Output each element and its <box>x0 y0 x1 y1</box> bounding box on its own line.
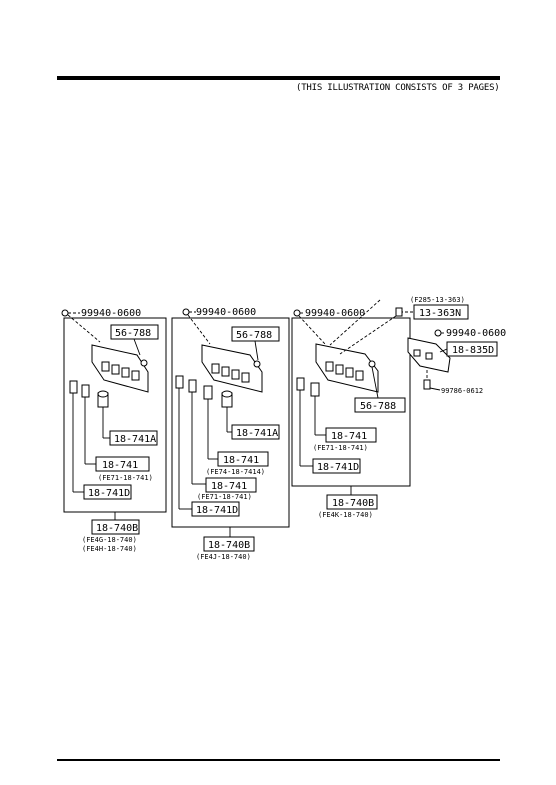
connector-cap-icon <box>221 390 233 398</box>
group-1-assy-box <box>91 519 140 535</box>
socket-icon <box>221 366 230 377</box>
clip-icon <box>395 307 403 317</box>
group-4-363-alt: (F285-13-363) <box>410 296 465 304</box>
group-1-assy-label: 18-740B <box>96 523 138 534</box>
bolt-icon <box>61 309 69 317</box>
group-1-assy-alt1: (FE4G-18-740) <box>82 536 137 544</box>
group-1-741d-box <box>83 484 132 500</box>
group-3-741d-label: 18-741D <box>317 462 359 473</box>
socket-icon <box>241 372 250 383</box>
hole-icon <box>413 349 421 357</box>
socket-icon <box>121 367 130 378</box>
group-1-assy-alt2: (FE4H-18-740) <box>82 545 137 553</box>
group-2-741d-label: 18-741D <box>196 505 238 516</box>
connector-icon <box>188 379 197 393</box>
group-4: (F285-13-363) 13-363N 99940-0600 18-835D… <box>329 296 506 395</box>
group-2-assy-alt: (FE4J-18-740) <box>196 553 251 561</box>
group-3-741-label: 18-741 <box>331 431 367 442</box>
nut-icon <box>253 360 261 368</box>
group-2-741-1-label: 18-741 <box>223 455 259 466</box>
socket-icon <box>111 364 120 375</box>
group-1-741a-label: 18-741A <box>114 434 156 445</box>
group-2-assy-label: 18-740B <box>208 540 250 551</box>
top-rule <box>57 76 500 80</box>
group-3: 99940-0600 56-788 18-741 (FE71-18-741) 1… <box>291 308 411 519</box>
bottom-rule <box>57 759 500 761</box>
nut-icon <box>140 359 148 367</box>
group-1-bracket-box <box>110 324 159 340</box>
socket-icon <box>335 364 344 375</box>
group-3-bolt-label: 99940-0600 <box>305 308 365 319</box>
connector-icon <box>81 384 90 398</box>
group-1-741-alt: (FE71-18-741) <box>98 474 153 482</box>
group-2-741a-label: 18-741A <box>236 428 278 439</box>
group-4-363-box <box>413 304 469 320</box>
group-4-bolt-label: 99940-0600 <box>446 328 506 339</box>
connector-bracket-icon <box>201 344 263 393</box>
group-1-bracket-label: 56-788 <box>115 328 151 339</box>
group-3-741d-box <box>312 458 361 474</box>
group-3-741-box <box>325 427 377 443</box>
group-1-bolt-label: 99940-0600 <box>81 308 141 319</box>
group-4-363-label: 13-363N <box>419 308 461 319</box>
group-3-741-alt: (FE71-18-741) <box>313 444 368 452</box>
group-3-bracket-label: 56-788 <box>360 401 396 412</box>
group-1-frame <box>63 317 167 513</box>
group-2-741d-box <box>191 501 240 517</box>
group-2-741-1-alt: (FE74-18-7414) <box>206 468 265 476</box>
socket-icon <box>231 369 240 380</box>
group-2-frame <box>171 317 290 528</box>
group-2-741-1-box <box>217 451 269 467</box>
group-2-bracket-label: 56-788 <box>236 330 272 341</box>
group-3-assy-alt: (FE4K-18-740) <box>318 511 373 519</box>
group-2-bracket-box <box>231 326 280 342</box>
group-2-741-2-alt: (FE71-18-741) <box>197 493 252 501</box>
connector-bracket-icon <box>91 344 149 393</box>
group-2-assy-box <box>203 536 255 552</box>
group-2-741a-box <box>231 424 280 440</box>
group-2-741-2-label: 18-741 <box>211 481 247 492</box>
connector-icon <box>69 380 78 394</box>
bolt-icon <box>293 309 301 317</box>
socket-icon <box>101 361 110 372</box>
group-1-741-label: 18-741 <box>102 460 138 471</box>
group-2-741-2-box <box>205 477 257 493</box>
connector-cap-icon <box>97 390 109 398</box>
nut-icon <box>368 360 376 368</box>
group-3-assy-box <box>326 494 378 510</box>
socket-icon <box>131 370 140 381</box>
connector-icon <box>175 375 184 389</box>
bolt-icon <box>182 308 190 316</box>
group-1-741a-box <box>109 430 158 446</box>
group-2: 99940-0600 56-788 18-741A 18-741 (FE74-1… <box>171 307 290 561</box>
group-4-835-label: 18-835D <box>452 345 494 356</box>
connector-icon <box>310 382 320 397</box>
connector-icon <box>296 377 305 391</box>
socket-icon <box>355 370 364 381</box>
socket-icon <box>325 361 334 372</box>
group-1: 99940-0600 56-788 18-741A 18-741 (FE71-1… <box>61 308 167 553</box>
group-4-screw-label: 99786-0612 <box>441 387 483 395</box>
group-1-741-box <box>95 456 150 472</box>
bolt-icon <box>434 329 442 337</box>
page-note: (THIS ILLUSTRATION CONSISTS OF 3 PAGES) <box>296 83 500 93</box>
connector-icon <box>203 385 213 400</box>
screw-icon <box>423 379 431 390</box>
group-3-assy-label: 18-740B <box>332 498 374 509</box>
group-2-bolt-label: 99940-0600 <box>196 307 256 318</box>
group-1-741d-label: 18-741D <box>88 488 130 499</box>
socket-icon <box>211 363 220 374</box>
hole-icon <box>425 352 433 360</box>
group-3-bracket-box <box>354 397 406 413</box>
socket-icon <box>345 367 354 378</box>
